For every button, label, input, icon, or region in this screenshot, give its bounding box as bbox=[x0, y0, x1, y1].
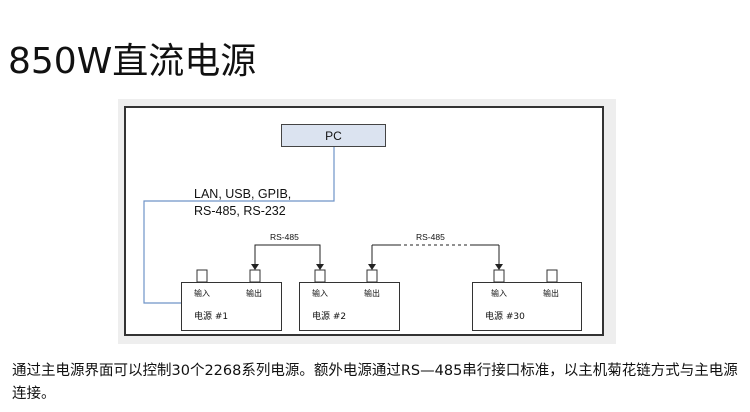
interface-line: RS-485, RS-232 bbox=[194, 204, 286, 218]
port-square bbox=[196, 269, 208, 283]
power-supply-box: 输入 输出 电源 #2 bbox=[299, 282, 400, 331]
input-label: 输入 bbox=[312, 289, 328, 298]
rs485-label: RS-485 bbox=[270, 232, 299, 242]
interface-label: LAN, USB, GPIB, RS-485, RS-232 bbox=[194, 186, 291, 220]
port-square bbox=[314, 269, 326, 283]
rs485-link-1 bbox=[254, 244, 321, 268]
port-square bbox=[493, 269, 505, 283]
input-label: 输入 bbox=[491, 289, 507, 298]
page-title: 850W直流电源 bbox=[8, 41, 257, 82]
power-supply-box: 输入 输出 电源 #1 bbox=[181, 282, 282, 331]
power-supply-name: 电源 #1 bbox=[194, 312, 229, 322]
power-supply-name: 电源 #30 bbox=[485, 312, 525, 322]
input-label: 输入 bbox=[194, 289, 210, 298]
port-square bbox=[366, 269, 378, 283]
interface-line: LAN, USB, GPIB, bbox=[194, 187, 292, 201]
arrow-head bbox=[316, 264, 324, 270]
power-supply-box: 输入 输出 电源 #30 bbox=[472, 282, 582, 331]
port-square bbox=[546, 269, 558, 283]
output-label: 输出 bbox=[364, 289, 380, 298]
rs485-label: RS-485 bbox=[416, 232, 445, 242]
caption-text: 通过主电源界面可以控制30个2268系列电源。额外电源通过RS—485串行接口标… bbox=[12, 363, 738, 402]
output-label: 输出 bbox=[543, 289, 559, 298]
arrow-head bbox=[495, 264, 503, 270]
pc-box: PC bbox=[281, 124, 386, 147]
power-supply-name: 电源 #2 bbox=[312, 312, 347, 322]
pc-link-line bbox=[143, 147, 335, 304]
arrow-head bbox=[368, 264, 376, 270]
output-label: 输出 bbox=[246, 289, 262, 298]
arrow-head bbox=[251, 264, 259, 270]
port-square bbox=[249, 269, 261, 283]
